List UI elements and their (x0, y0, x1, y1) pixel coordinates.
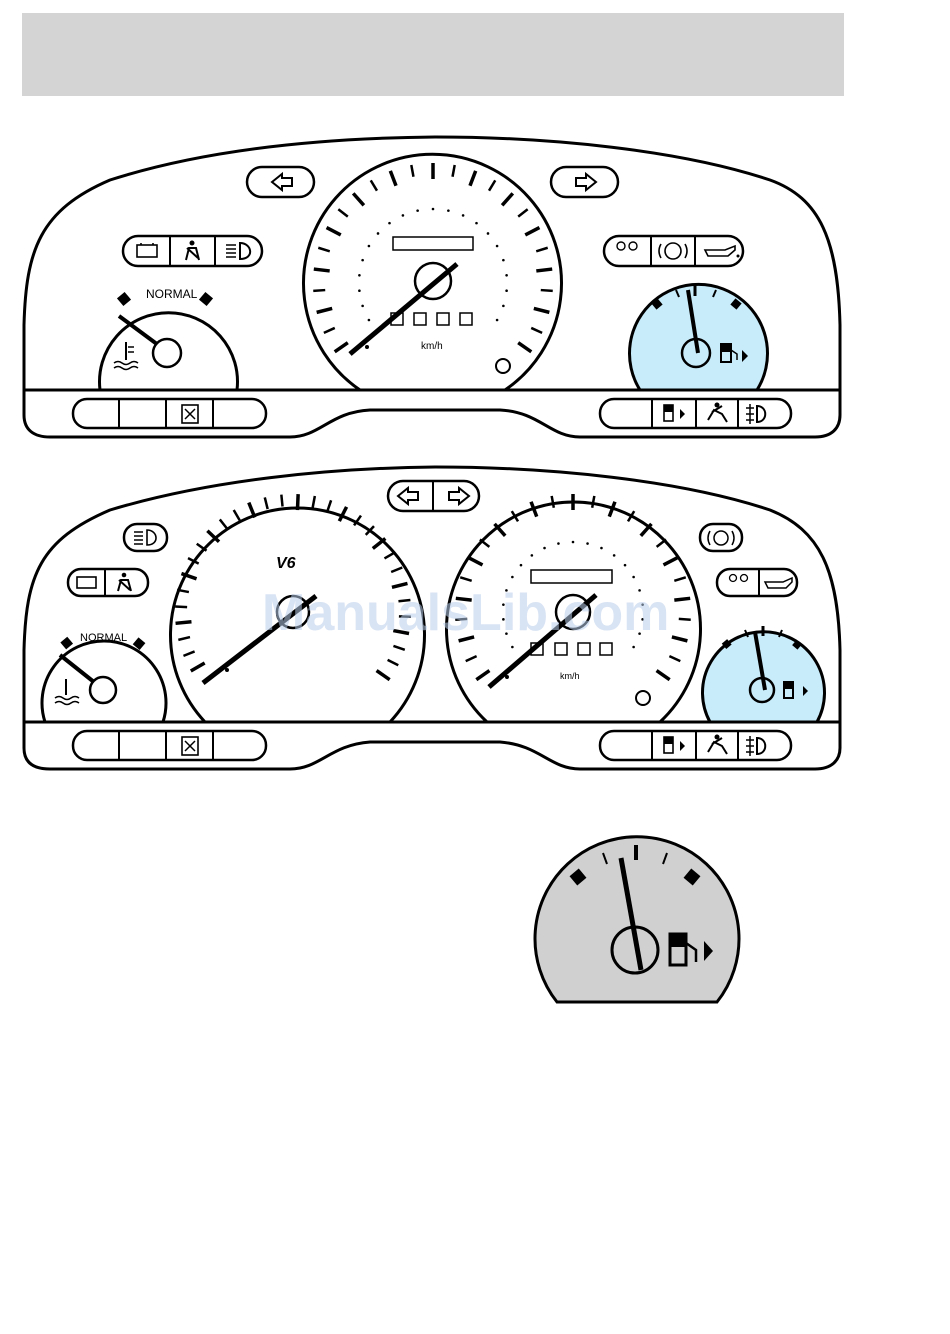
gauge-dot (511, 576, 514, 579)
watermark: ManualsLib.com (262, 583, 669, 643)
gauge-dot (368, 245, 371, 248)
gauge-tick (297, 494, 298, 510)
speedometer: km/h (304, 154, 562, 390)
gauge-dot (531, 554, 534, 557)
gauge-dot (572, 541, 575, 544)
right-turn-signal-icon (551, 167, 618, 197)
gauge-tick (674, 598, 690, 600)
gauge-dot (543, 547, 546, 550)
gauge-dot (511, 646, 514, 649)
gauge-tick (541, 290, 553, 291)
odometer-display (531, 570, 612, 583)
gauge-dot (377, 232, 380, 235)
gauge-dot (557, 542, 560, 545)
gauge-tick (536, 269, 552, 271)
gauge-dot (447, 209, 450, 212)
instrument-cluster-1: NORMAL km/h (0, 0, 950, 450)
bottom-left-indicator-strip (73, 731, 266, 760)
speed-unit-label: km/h (421, 341, 443, 352)
gauge-dot (624, 564, 627, 567)
gauge-dot (416, 209, 419, 212)
turn-signal-pair (388, 481, 479, 511)
gauge-dot (505, 274, 508, 277)
gauge-dot (358, 289, 361, 292)
left-turn-signal-icon (247, 167, 314, 197)
odometer-display (393, 237, 473, 250)
gauge-dot (462, 214, 465, 217)
gauge-dot (505, 289, 508, 292)
gauge-dot (487, 232, 490, 235)
fuel-gauge-detail (0, 815, 950, 1015)
gauge-tick (176, 622, 192, 624)
gauge-dot (632, 576, 635, 579)
gauge-dot (586, 542, 589, 545)
brake-oil-indicators (717, 569, 797, 596)
gauge-dot (600, 547, 603, 550)
speed-unit-label: km/h (560, 671, 580, 681)
gauge-dot (613, 554, 616, 557)
headlamp-indicator (124, 524, 167, 551)
gauge-dot (632, 646, 635, 649)
gauge-tick (281, 495, 282, 507)
temp-normal-label: NORMAL (80, 632, 127, 644)
gauge-tick (313, 290, 325, 291)
gauge-dot (432, 208, 435, 211)
gauge-dot (361, 259, 364, 262)
gauge-dot (402, 214, 405, 217)
battery-seatbelt-indicators (68, 569, 148, 596)
gauge-dot (358, 274, 361, 277)
gauge-dot (496, 245, 499, 248)
bottom-left-indicator-strip (73, 399, 266, 428)
bottom-right-indicator-strip (600, 731, 791, 760)
gauge-dot (520, 564, 523, 567)
gauge-tick (175, 607, 187, 608)
gauge-dot (361, 305, 364, 308)
engine-badge: V6 (276, 555, 296, 572)
gauge-dot (502, 305, 505, 308)
gauge-tick (314, 269, 330, 271)
gauge-dot (475, 222, 478, 225)
gauge-dot (502, 259, 505, 262)
abs-indicator (700, 524, 742, 551)
temp-normal-label: NORMAL (146, 287, 198, 301)
gauge-dot (496, 319, 499, 322)
gauge-dot (388, 222, 391, 225)
warning-lights-right (604, 236, 743, 266)
gauge-tick (679, 619, 691, 620)
bottom-right-indicator-strip (600, 399, 791, 428)
warning-lights-left (123, 236, 262, 266)
gauge-dot (368, 319, 371, 322)
